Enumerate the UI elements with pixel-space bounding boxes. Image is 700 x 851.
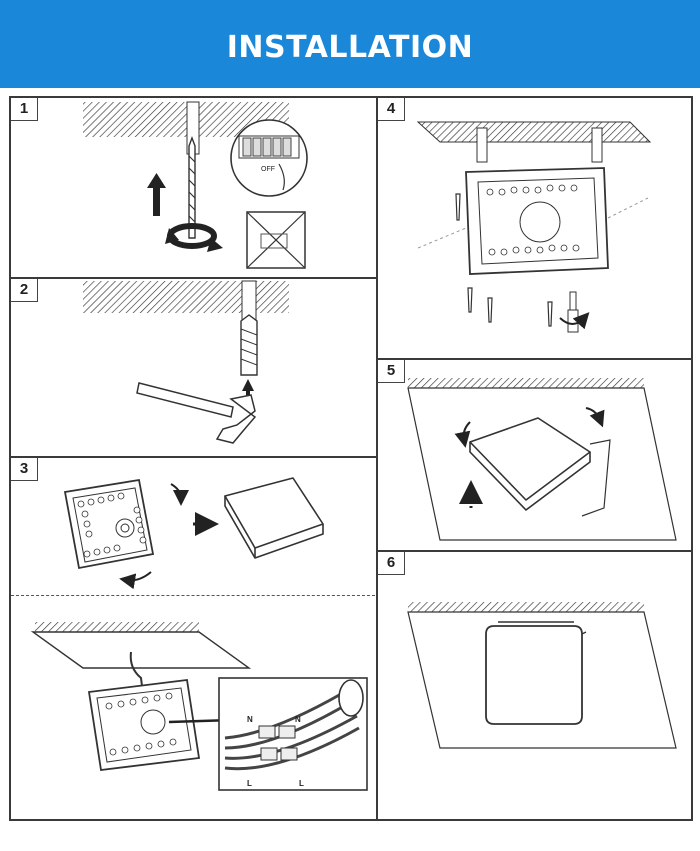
column-divider [376, 96, 378, 821]
step-number-3: 3 [11, 458, 38, 481]
header-banner: INSTALLATION [0, 0, 700, 88]
dashed-divider-step3 [11, 595, 375, 596]
step-number-4: 4 [378, 98, 405, 121]
base-plate-icon [87, 679, 201, 771]
power-switch-off-icon [230, 119, 308, 197]
screw-icon [455, 193, 553, 327]
lamp-cover-icon [224, 477, 324, 559]
wire-label-n-2: N [295, 715, 301, 724]
wall-plug-icon [240, 314, 258, 376]
row-divider-1-2 [9, 277, 377, 279]
step-number-1: 1 [11, 98, 38, 121]
step3-remove-cover-illustration [63, 477, 324, 590]
row-divider-2-3 [9, 456, 377, 458]
base-plate-icon [63, 478, 155, 570]
terminal-block-detail [218, 677, 368, 791]
hammer-icon [136, 382, 257, 444]
lamp-cover-icon [469, 417, 611, 517]
step3-wiring-illustration: N N L L [30, 622, 368, 791]
step5-attach-cover-illustration [407, 378, 677, 541]
row-divider-5-6 [376, 550, 693, 552]
row-divider-4-5 [376, 358, 693, 360]
drill-bit-icon [188, 136, 196, 239]
screwdriver-icon [559, 291, 590, 333]
step-number-5: 5 [378, 360, 405, 383]
instruction-frame [9, 96, 693, 821]
base-plate-icon [465, 167, 609, 275]
no-wiring-warning-icon [246, 211, 306, 269]
wire-label-n-1: N [247, 715, 253, 724]
step1-drilling-illustration: OFF [83, 101, 308, 269]
wall-plug-icon [476, 127, 603, 163]
wire-label-l-2: L [299, 779, 304, 788]
step-number-6: 6 [378, 552, 405, 575]
step6-installed-illustration [407, 602, 677, 749]
step2-anchor-illustration [83, 280, 289, 444]
step-number-2: 2 [11, 279, 38, 302]
wire-label-l-1: L [247, 779, 252, 788]
installed-lamp-icon [485, 621, 587, 725]
page-title: INSTALLATION [226, 30, 474, 65]
rotate-arrow-icon [165, 223, 223, 252]
switch-off-label: OFF [261, 166, 275, 173]
up-arrow-icon [147, 173, 166, 216]
step4-mount-base-illustration [416, 121, 652, 333]
